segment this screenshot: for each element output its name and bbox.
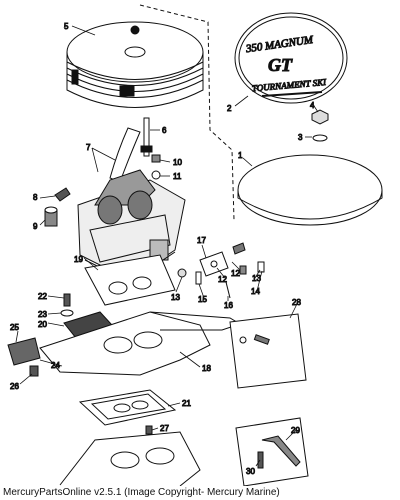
callout-28: 28 (292, 298, 301, 307)
callout-5: 5 (64, 22, 69, 31)
detail-box-28 (229, 313, 307, 389)
exploded-view: 350 MAGNUM GT TOURNAMENT SKI (7, 4, 383, 486)
mounting-plate (39, 311, 242, 376)
callout-29: 29 (291, 426, 300, 435)
callout-11: 11 (173, 172, 182, 181)
callout-8: 8 (33, 193, 38, 202)
hose-fitting (44, 187, 71, 227)
nut-and-washer (311, 109, 329, 142)
callout-22: 22 (38, 292, 47, 301)
callout-19: 19 (74, 255, 83, 264)
callout-13a: 12 (218, 275, 227, 284)
callout-17: 17 (197, 236, 206, 245)
carburetor-gasket (84, 254, 176, 306)
callout-6: 6 (162, 126, 167, 135)
screw (145, 425, 153, 435)
intake-manifold (59, 431, 201, 486)
detail-box-29-30 (235, 417, 309, 486)
callout-15: 15 (198, 295, 207, 304)
callout-25: 25 (10, 323, 19, 332)
bolt (63, 293, 71, 307)
choke-pull-off (177, 242, 265, 299)
callout-21: 21 (182, 399, 191, 408)
badge-logo: GT (268, 55, 293, 75)
callout-9: 9 (33, 222, 38, 231)
screw-and-washer (151, 154, 161, 180)
callout-20: 20 (38, 320, 47, 329)
vent-hose (109, 127, 141, 183)
dashed-assembly-line (139, 4, 235, 221)
callout-4: 4 (310, 101, 315, 110)
callout-27: 27 (160, 424, 169, 433)
callout-30: 30 (246, 467, 255, 476)
callout-12: 12 (231, 269, 240, 278)
stud (140, 117, 153, 157)
callout-14a: 13 (171, 293, 180, 302)
callout-13b: 13 (252, 274, 261, 283)
callout-2: 2 (227, 104, 232, 113)
decal-badge: 350 MAGNUM GT TOURNAMENT SKI (234, 12, 348, 104)
callout-10: 10 (173, 158, 182, 167)
air-cleaner-base (237, 154, 383, 226)
callout-7: 7 (86, 143, 91, 152)
callout-23: 23 (38, 310, 47, 319)
copyright-caption: MercuryPartsOnline v2.5.1 (Image Copyrig… (3, 487, 280, 498)
callout-16: 16 (224, 301, 233, 310)
callout-24: 24 (51, 361, 60, 370)
callout-1: 1 (238, 151, 243, 160)
leader-lines (15, 25, 319, 467)
callout-3: 3 (298, 133, 303, 142)
spacer-gasket (78, 389, 177, 426)
washer (60, 309, 74, 317)
callout-26: 26 (10, 382, 19, 391)
sensor-assembly (7, 337, 41, 377)
callout-18: 18 (202, 364, 211, 373)
air-cleaner-cover (66, 21, 204, 108)
callout-14b: 14 (251, 287, 260, 296)
